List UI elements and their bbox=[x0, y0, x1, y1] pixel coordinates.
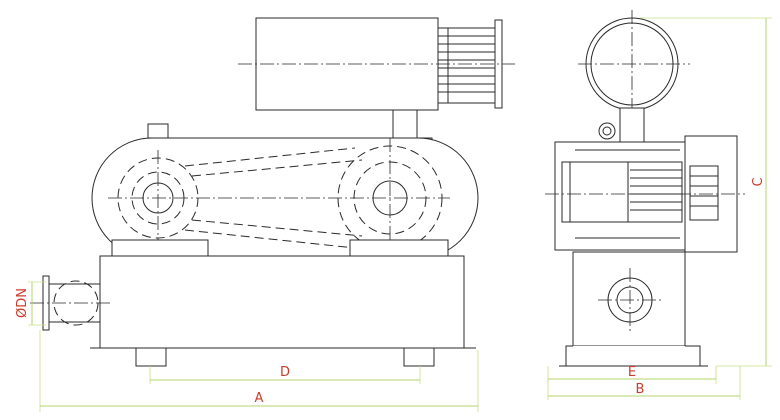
side-blower-body bbox=[545, 135, 745, 253]
side-view bbox=[545, 10, 745, 367]
front-motor bbox=[238, 17, 515, 147]
dimension-labels: A D E B C ØDN bbox=[15, 177, 766, 406]
side-motor bbox=[578, 10, 690, 145]
front-belt-guard bbox=[91, 123, 479, 259]
front-base-frame bbox=[90, 255, 476, 367]
dimension-label-d: D bbox=[280, 365, 290, 380]
dimension-label-c: C bbox=[751, 177, 766, 186]
front-inlet-flange bbox=[30, 275, 112, 331]
dimension-label-b: B bbox=[636, 382, 645, 397]
side-base bbox=[559, 251, 708, 367]
dimension-label-a: A bbox=[255, 391, 264, 406]
dimension-label-dn: ØDN bbox=[15, 288, 30, 318]
front-view bbox=[30, 17, 515, 367]
dimension-lines bbox=[28, 17, 772, 412]
dimension-label-e: E bbox=[628, 365, 636, 380]
